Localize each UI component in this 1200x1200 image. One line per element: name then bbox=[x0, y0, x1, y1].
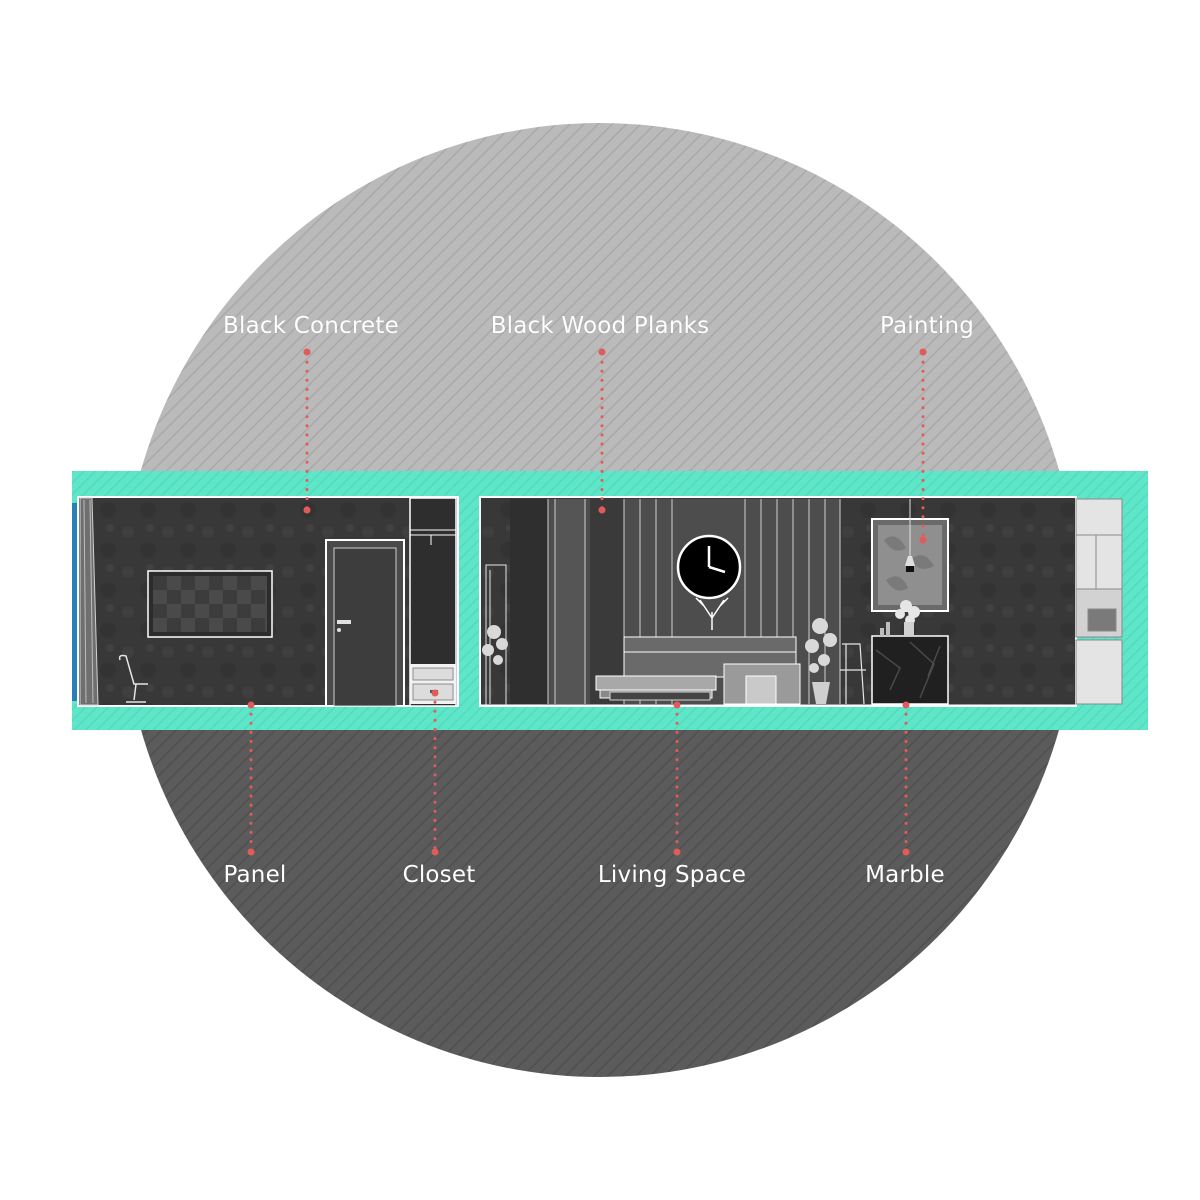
tv-panel bbox=[147, 570, 273, 638]
decor-antlers bbox=[695, 597, 729, 630]
label-black-wood-planks: Black Wood Planks bbox=[490, 313, 710, 339]
marble-counter bbox=[871, 600, 949, 705]
label-painting: Painting bbox=[879, 313, 975, 339]
background-circle-bottom bbox=[141, 730, 1059, 1077]
leader-lines bbox=[249, 351, 925, 854]
label-black-concrete: Black Concrete bbox=[223, 313, 399, 339]
label-living-space: Living Space bbox=[597, 862, 747, 888]
closet-unit bbox=[409, 497, 457, 707]
label-closet: Closet bbox=[402, 862, 476, 888]
leader-dots bbox=[247, 348, 927, 856]
potted-plant bbox=[805, 618, 837, 704]
right-room bbox=[479, 496, 1123, 707]
left-room bbox=[72, 496, 459, 707]
door bbox=[325, 539, 405, 707]
coffee-table bbox=[609, 691, 711, 701]
desk-chair bbox=[118, 654, 148, 703]
label-panel: Panel bbox=[223, 862, 287, 888]
window-glass bbox=[72, 503, 77, 701]
label-marble: Marble bbox=[865, 862, 945, 888]
background-circle-top bbox=[140, 123, 1060, 472]
kitchen-cabinets bbox=[1075, 498, 1123, 705]
pendant-lamp bbox=[905, 499, 915, 572]
dining-chair bbox=[840, 643, 866, 705]
left-plant bbox=[482, 625, 508, 665]
wall-clock bbox=[676, 534, 742, 600]
